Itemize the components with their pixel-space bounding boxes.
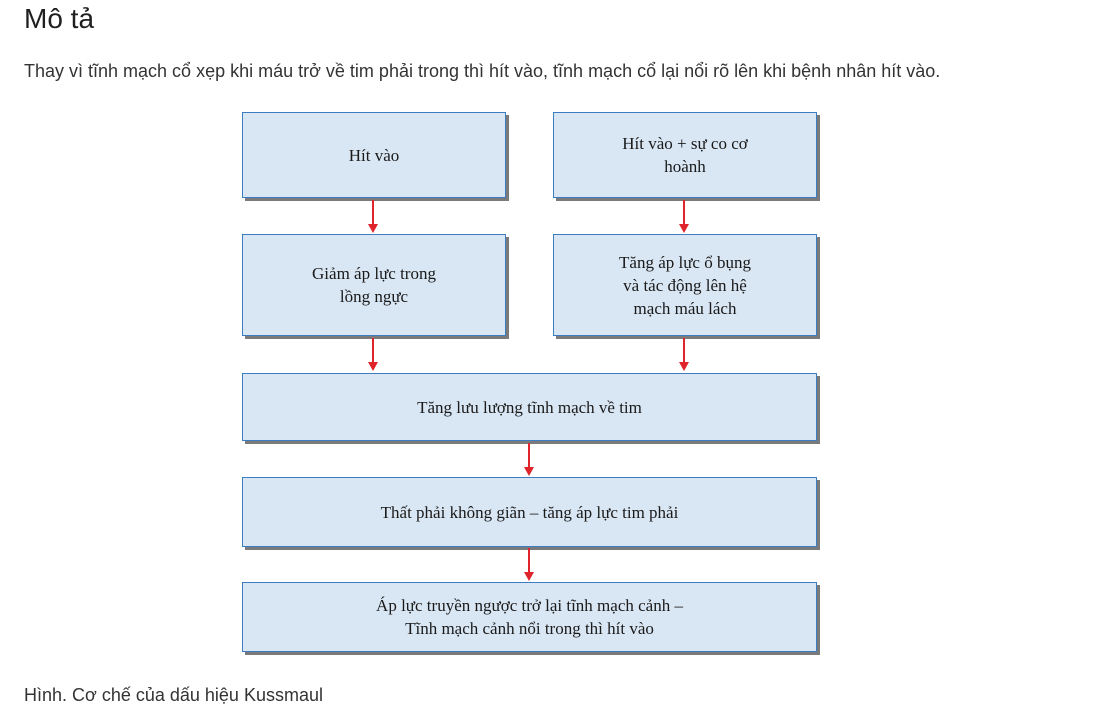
box-decreased-thoracic-pressure: Giảm áp lực trong lồng ngực [242,234,506,336]
box-inspiration: Hít vào [242,112,506,198]
arrow-down-icon [678,338,690,372]
arrow-down-icon [523,548,535,582]
box-decreased-thoracic-pressure-label: Giảm áp lực trong lồng ngực [312,264,436,306]
arrow-down-icon [367,338,379,372]
arrow-down-icon [678,200,690,234]
box-backward-pressure-label: Áp lực truyền ngược trở lại tĩnh mạch cả… [376,596,683,638]
box-backward-pressure: Áp lực truyền ngược trở lại tĩnh mạch cả… [242,582,817,652]
box-increased-venous-return: Tăng lưu lượng tĩnh mạch về tim [242,373,817,441]
box-rigid-right-ventricle: Thất phải không giãn – tăng áp lực tim p… [242,477,817,547]
box-inspiration-label: Hít vào [348,145,400,165]
arrow-down-icon [523,443,535,477]
description-text: Thay vì tĩnh mạch cổ xẹp khi máu trở về … [24,61,941,81]
box-rigid-right-ventricle-label: Thất phải không giãn – tăng áp lực tim p… [380,502,679,522]
box-increased-abdominal-pressure: Tăng áp lực ổ bụng và tác động lên hệ mạ… [553,234,817,336]
arrow-down-icon [367,200,379,234]
box-increased-abdominal-pressure-label: Tăng áp lực ổ bụng và tác động lên hệ mạ… [619,252,751,318]
box-inspiration-diaphragm: Hít vào + sự co cơ hoành [553,112,817,198]
section-heading: Mô tả [24,3,95,34]
box-increased-venous-return-label: Tăng lưu lượng tĩnh mạch về tim [417,397,642,417]
figure-caption: Hình. Cơ chế của dấu hiệu Kussmaul [24,685,323,705]
box-inspiration-diaphragm-label: Hít vào + sự co cơ hoành [622,134,748,176]
